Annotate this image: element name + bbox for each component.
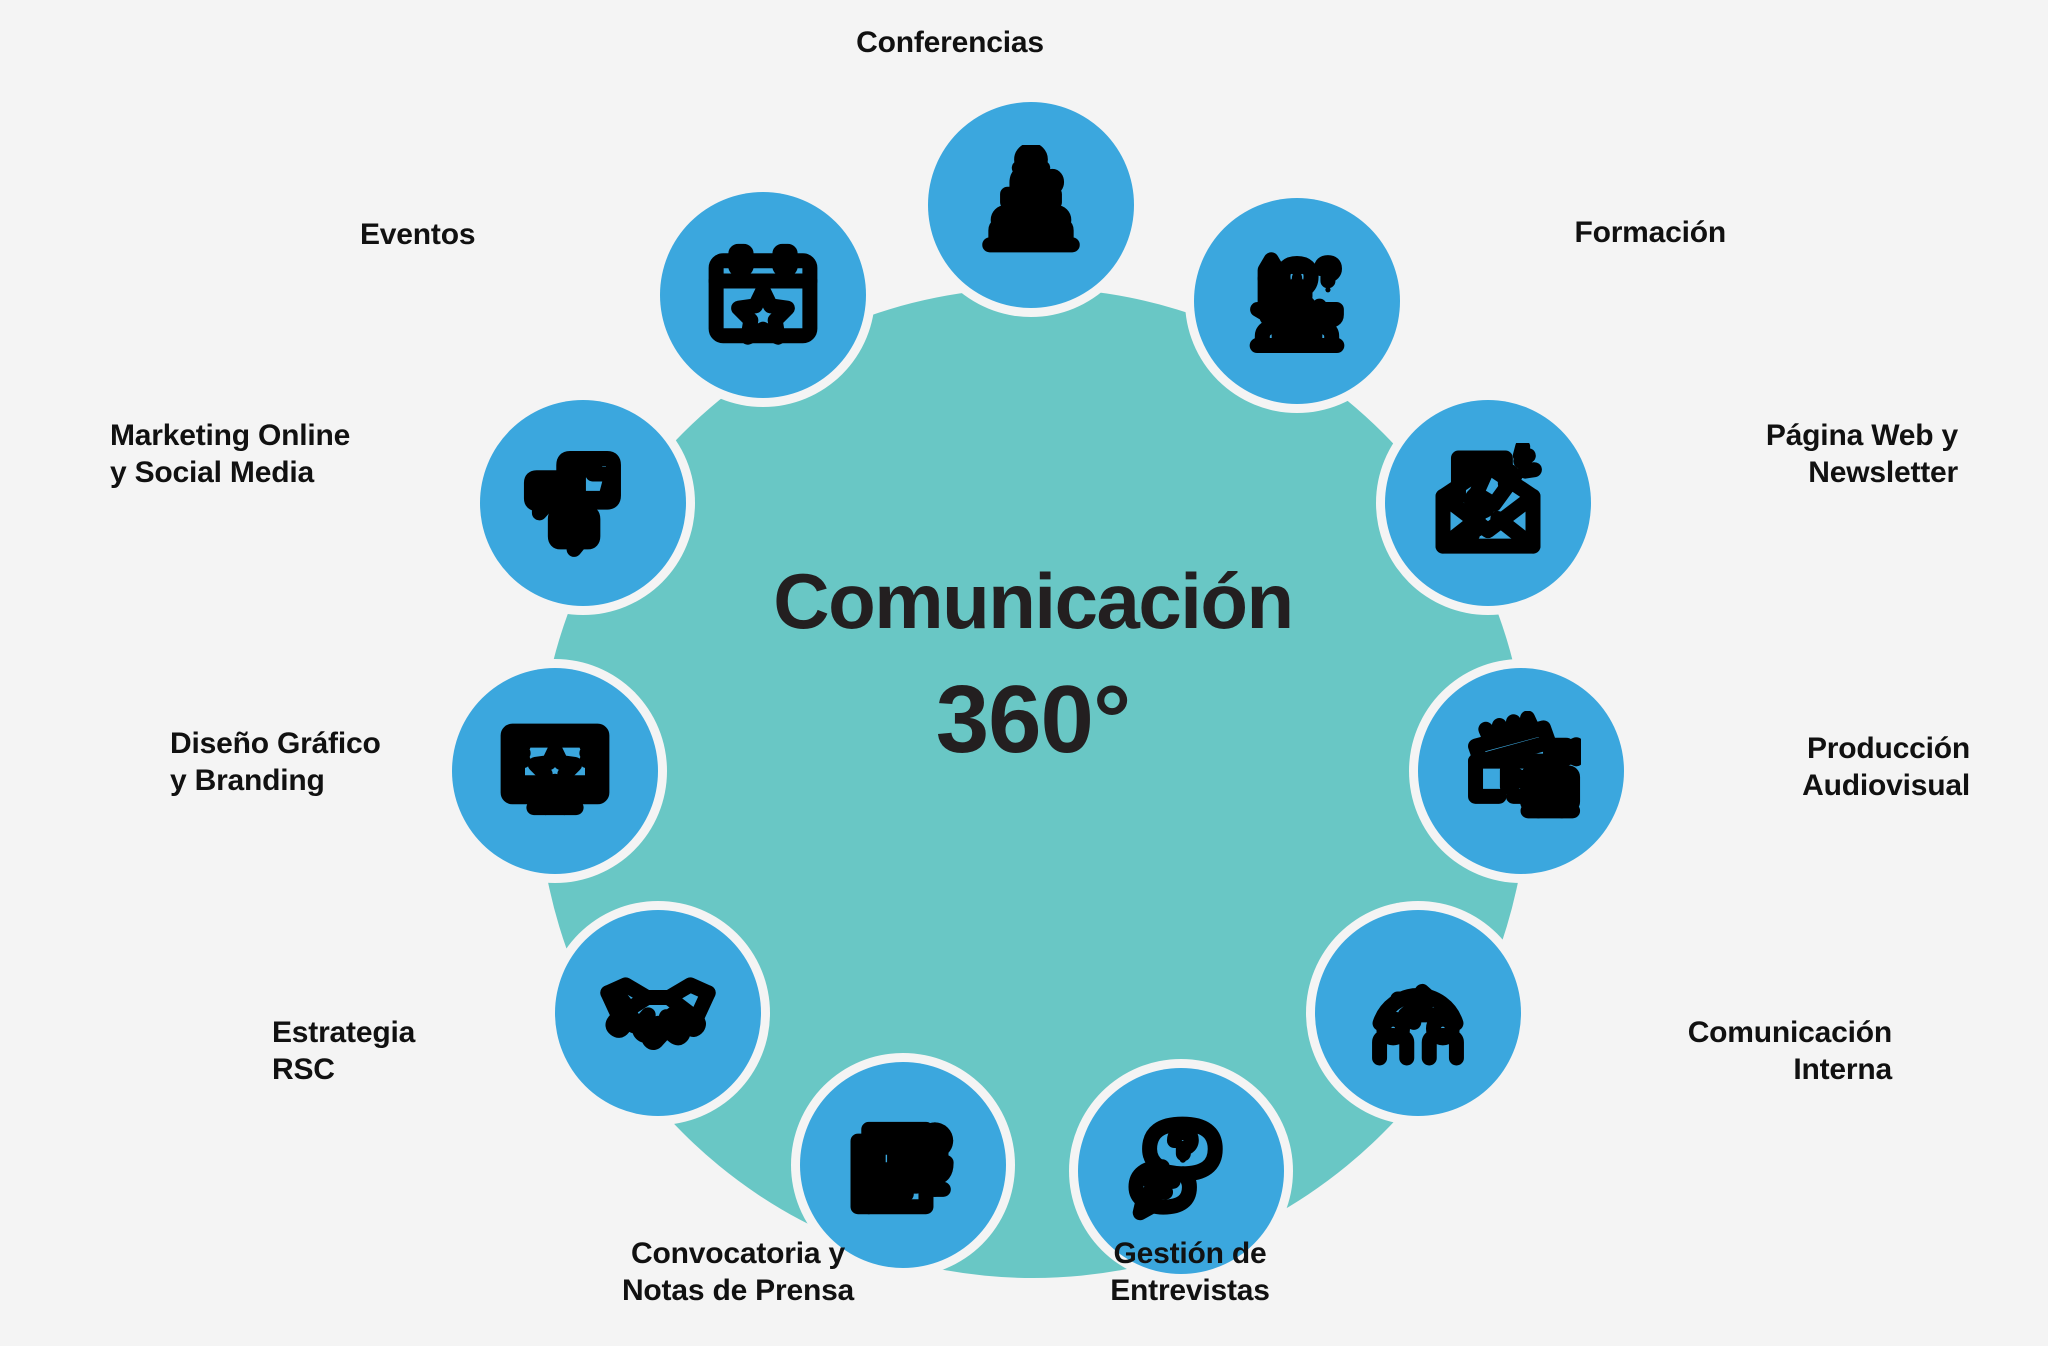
label-convocatoria-notas-prensa: Convocatoria y Notas de Prensa [621, 1237, 855, 1308]
label-gestion-entrevistas: Gestión de Entrevistas [1110, 1237, 1270, 1308]
two-people-exchange-arrows-icon [1358, 953, 1478, 1073]
node-estrategia-rsc[interactable] [555, 910, 761, 1116]
label-formacion: Formación [1574, 216, 1726, 249]
label-estrategia-rsc: Estrategia RSC [272, 1016, 416, 1087]
node-convocatoria-notas-prensa[interactable] [800, 1062, 1006, 1268]
team-lightbulb-pencil-question-icon [1237, 241, 1357, 361]
speech-bubbles-question-icon [1121, 1111, 1241, 1231]
envelope-megaphone-icon [1428, 443, 1548, 563]
monitor-star-design-icon [495, 711, 615, 831]
node-pagina-web-newsletter[interactable] [1385, 400, 1591, 606]
label-conferencias: Conferencias [856, 26, 1044, 59]
calendar-star-icon [703, 235, 823, 355]
node-diseno-grafico-branding[interactable] [452, 668, 658, 874]
node-gestion-entrevistas[interactable] [1078, 1068, 1284, 1274]
node-formacion[interactable] [1194, 198, 1400, 404]
label-pagina-web-newsletter: Página Web y Newsletter [1765, 419, 1958, 490]
social-bubbles-thumbsup-hashtag-heart-icon [523, 443, 643, 563]
node-comunicacion-interna[interactable] [1315, 910, 1521, 1116]
label-marketing-online-social-media: Marketing Online y Social Media [110, 419, 351, 490]
label-produccion-audiovisual: Producción Audiovisual [1802, 732, 1970, 803]
node-eventos[interactable] [660, 192, 866, 398]
node-produccion-audiovisual[interactable] [1418, 668, 1624, 874]
node-marketing-online-social-media[interactable] [480, 400, 686, 606]
center-disc [538, 288, 1528, 1278]
label-diseno-grafico-branding: Diseño Gráfico y Branding [170, 727, 381, 798]
label-eventos: Eventos [360, 218, 476, 251]
newspaper-microphone-icon [843, 1105, 963, 1225]
handshake-icon [598, 953, 718, 1073]
podium-speaker-audience-icon [971, 145, 1091, 265]
clapperboard-camera-icon [1461, 711, 1581, 831]
label-comunicacion-interna: Comunicación Interna [1687, 1016, 1892, 1087]
node-conferencias[interactable] [928, 102, 1134, 308]
